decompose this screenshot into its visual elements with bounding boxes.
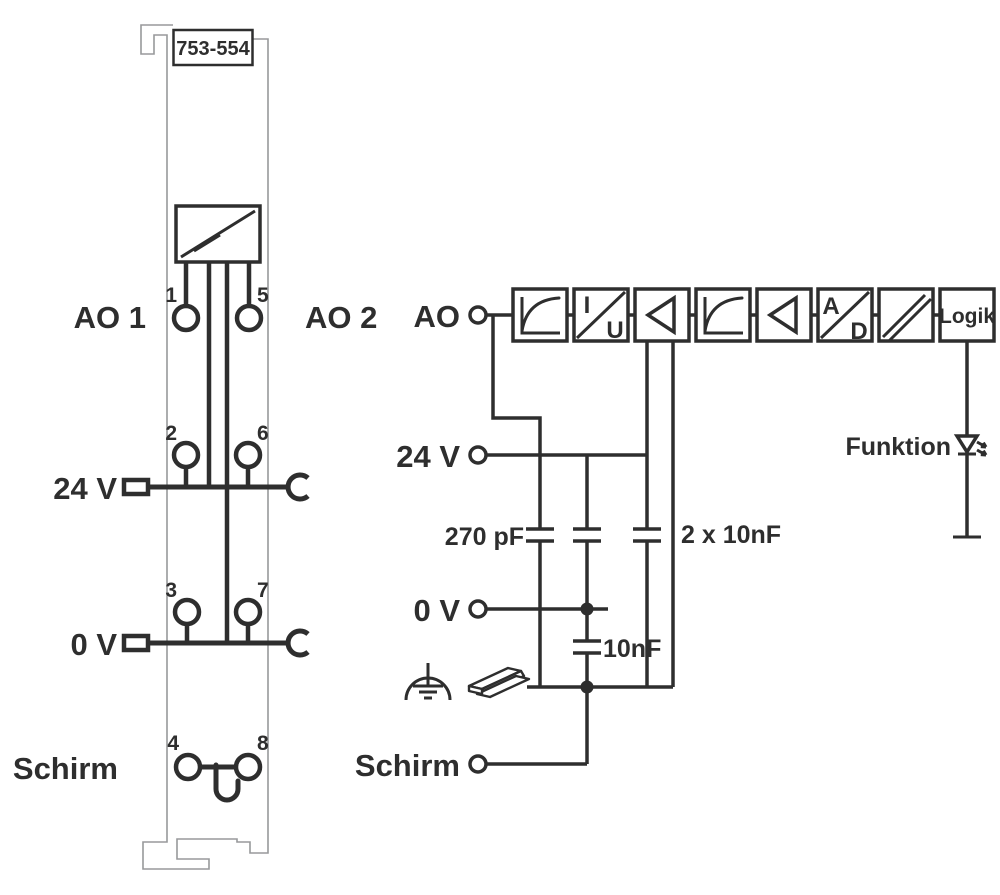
terminal-2-number: 2 (165, 422, 177, 445)
shield-hook-icon (213, 762, 241, 803)
function-block-chain: I U A D (511, 287, 996, 345)
rail-0v-passthrough-hook-icon (285, 628, 310, 658)
function-led-branch: Funktion (845, 341, 988, 539)
din-rail-near-flange-icon (475, 674, 531, 699)
terminal-8-number: 8 (257, 732, 269, 755)
logic-block: Logik (938, 287, 996, 343)
junction-dot-0v (580, 602, 594, 616)
earth-bars-icon (413, 684, 443, 700)
capacitor-270pf-icon (526, 527, 554, 543)
din-rail-symbol (467, 666, 531, 699)
terminal-4-number: 4 (167, 732, 179, 755)
cap-270pf-label: 270 pF (445, 523, 524, 551)
terminal-6-contact (233, 440, 263, 470)
filter-block-1 (511, 287, 569, 343)
earth-dome-icon (404, 676, 452, 701)
filter2-axes-icon (703, 297, 743, 335)
ao-terminal-contact (468, 305, 488, 325)
terminal-8-contact (233, 752, 263, 782)
terminal-7-contact (233, 597, 263, 627)
module-0v-rail: 0 V (70, 627, 310, 662)
filter-block-2 (694, 287, 752, 343)
module-terminals: 1 5 2 6 3 7 4 8 (165, 284, 269, 782)
ad-diagonal-icon (819, 290, 871, 340)
rail-24v-passthrough-hook-icon (285, 472, 310, 502)
isolation-block (877, 287, 935, 343)
amp1-triangle-icon (644, 294, 676, 336)
filter-axes-icon (520, 297, 560, 335)
terminal-5-number: 5 (257, 284, 269, 307)
capacitors: 270 pF 2 x 10nF 10nF (445, 521, 781, 663)
module-24v-label: 24 V (53, 471, 117, 506)
channel-ao1-label: AO 1 (74, 300, 146, 335)
module-body-outline (140, 24, 269, 870)
io-module: 753-554 24 V 0 V Schirm (13, 24, 377, 870)
block-schematic: 270 pF 2 x 10nF 10nF AO 24 V 0 V Schirm (355, 287, 996, 783)
module-schirm-label: Schirm (13, 751, 118, 786)
schematic-wires (486, 313, 940, 766)
terminal-7-number: 7 (257, 579, 269, 602)
terminal-4-contact (173, 752, 203, 782)
amplifier-block-2 (755, 287, 813, 343)
terminal-1-number: 1 (165, 284, 177, 307)
capacitor-10nf-b-icon (633, 527, 661, 543)
cap-2x10nf-label: 2 x 10nF (681, 521, 781, 549)
schematic-24v-label: 24 V (396, 439, 460, 474)
iu-diagonal-icon (575, 290, 627, 340)
channel-ao2-label: AO 2 (305, 300, 377, 335)
part-number-plate (172, 28, 254, 67)
logic-label: Logik (939, 305, 995, 328)
schematic-0v-label: 0 V (413, 593, 460, 628)
iu-top-letter: I (584, 292, 591, 319)
junction-dot-gnd (580, 680, 594, 694)
ad-top-letter: A (822, 293, 839, 320)
schematic-schirm-label: Schirm (355, 748, 460, 783)
schematic-terminals: AO 24 V 0 V Schirm (355, 299, 488, 783)
amp2-triangle-icon (766, 294, 798, 336)
dac-diagonal-icon (180, 209, 256, 259)
module-internal-wires (183, 262, 252, 643)
terminal-3-contact (172, 597, 202, 627)
module-0v-label: 0 V (70, 627, 117, 662)
capacitor-10nf-a-icon (573, 527, 601, 543)
terminal-3-number: 3 (165, 579, 177, 602)
schirm-terminal-contact (468, 754, 488, 774)
schematic-ao-label: AO (414, 299, 461, 334)
logic-frame (938, 287, 996, 343)
isolation-diagonals-icon (881, 293, 933, 343)
led-diode-icon (953, 434, 981, 456)
24v-terminal-contact (468, 445, 488, 465)
capacitor-10nf-gnd-icon (573, 639, 601, 655)
led-emission-arrow-2-icon (976, 448, 988, 457)
terminal-6-number: 6 (257, 422, 269, 445)
terminal-2-contact (171, 440, 201, 470)
ad-bottom-letter: D (850, 318, 867, 345)
part-number-label: 753-554 (176, 38, 250, 60)
funktion-led-label: Funktion (845, 433, 951, 461)
iu-bottom-letter: U (606, 317, 623, 344)
amplifier-block-1 (633, 287, 691, 343)
filter-curve-icon (520, 296, 561, 333)
0v-terminal-contact (468, 599, 488, 619)
terminal-1-contact (171, 303, 201, 333)
filter2-curve-icon (703, 296, 744, 333)
module-24v-rail: 24 V (53, 471, 310, 506)
ad-converter-block: A D (816, 287, 874, 345)
rail-24v-feed-terminal (121, 477, 151, 497)
rail-0v-feed-terminal (121, 633, 151, 653)
cap-10nf-label: 10nF (603, 635, 661, 663)
iu-converter-block: I U (572, 287, 630, 344)
module-shield-link: Schirm (13, 751, 241, 803)
led-emission-arrow-1-icon (976, 440, 988, 449)
terminal-5-contact (234, 303, 264, 333)
din-rail-end-cap-icon (467, 684, 484, 696)
earth-symbol (404, 663, 452, 701)
